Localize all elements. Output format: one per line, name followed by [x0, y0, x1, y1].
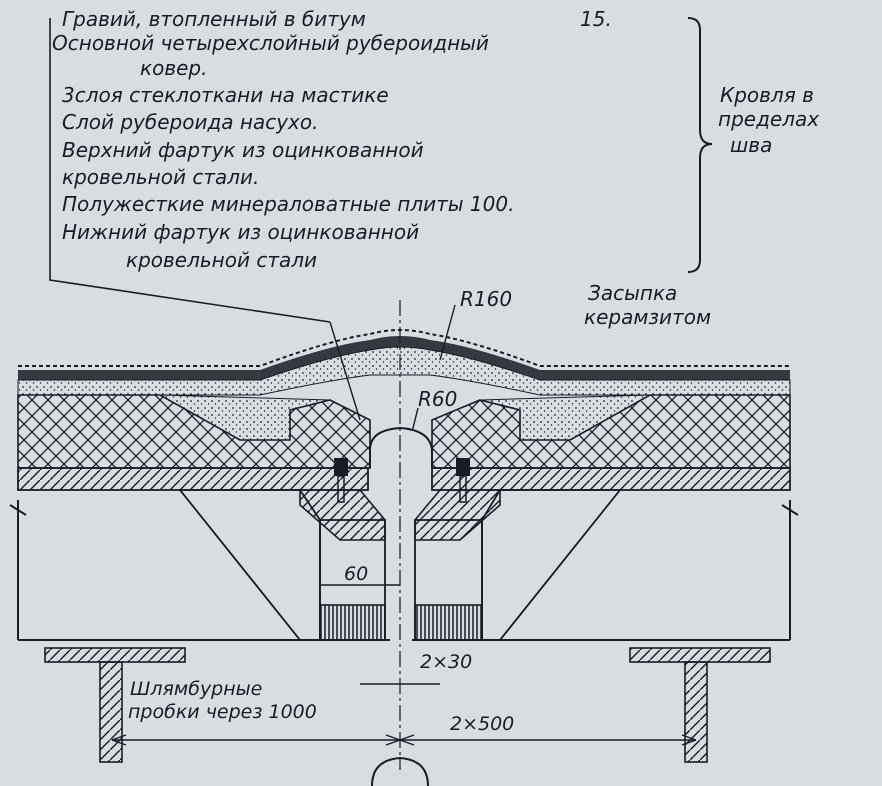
- section-mark: [371, 756, 429, 786]
- fill-label-line1: Засыпка: [588, 281, 677, 305]
- legend-brace: [687, 17, 713, 273]
- layer-legend: Гравий, втопленный в битум 15. Основной …: [52, 7, 612, 272]
- anchor-label-line1: Шлямбурные: [130, 678, 262, 700]
- break-marks: [9, 504, 799, 516]
- edge-rib-left: [299, 489, 386, 541]
- fill-label-line2: керамзитом: [584, 305, 711, 329]
- bracket-label-line3: шва: [730, 133, 772, 157]
- bracket-label-line1: Кровля в: [720, 83, 814, 107]
- dim-span-label: 2×500: [450, 713, 514, 735]
- wedge-left: [159, 394, 331, 441]
- dim-span-arrows: [111, 734, 697, 746]
- steel-beam-left: [44, 647, 186, 763]
- radius-inner-label: R60: [418, 387, 457, 411]
- sealant-right: [414, 604, 483, 641]
- slab-band-left: [17, 467, 369, 491]
- dim-joint-label: 2×30: [420, 651, 472, 673]
- wedge-right: [479, 394, 651, 441]
- slab-band-right: [431, 467, 791, 491]
- dim-gap-label: 60: [344, 563, 368, 585]
- layer-mineral-wool: Полужесткие минераловатные плиты 100.: [62, 192, 514, 216]
- sealant-left: [319, 604, 386, 641]
- layer-fiberglass: 3слоя стеклоткани на мастике: [62, 83, 389, 107]
- layer-main-carpet: Основной четырехслойный рубероидный: [52, 31, 489, 55]
- roof-carpet: [18, 336, 790, 380]
- layer-upper-apron-cont: кровельной стали.: [62, 165, 259, 189]
- radius-outer-label: R160: [460, 287, 512, 311]
- rib-left: [178, 489, 321, 641]
- layer-gravel-thickness: 15.: [580, 7, 612, 31]
- bracket-label: Кровля в пределах шва: [718, 83, 819, 157]
- rib-right: [481, 489, 622, 641]
- compensator-arch: [369, 426, 433, 468]
- edge-rib-right: [414, 489, 501, 541]
- bracket-label-line2: пределах: [718, 107, 819, 131]
- layer-lower-apron: Нижний фартук из оцинкованной: [62, 220, 419, 244]
- ceramsite-fill: [17, 346, 791, 396]
- slab-ends: [17, 500, 791, 640]
- layer-ruberoid: Слой рубероида насухо.: [62, 110, 318, 134]
- leader-line: [49, 18, 331, 323]
- layer-gravel: Гравий, втопленный в битум: [62, 7, 366, 31]
- layer-main-carpet-cont: ковер.: [140, 56, 207, 80]
- layer-lower-apron-cont: кровельной стали: [126, 248, 317, 272]
- anchor-label-line2: пробки через 1000: [128, 701, 317, 723]
- layer-upper-apron: Верхний фартук из оцинкованной: [62, 138, 424, 162]
- steel-beam-right: [629, 647, 771, 763]
